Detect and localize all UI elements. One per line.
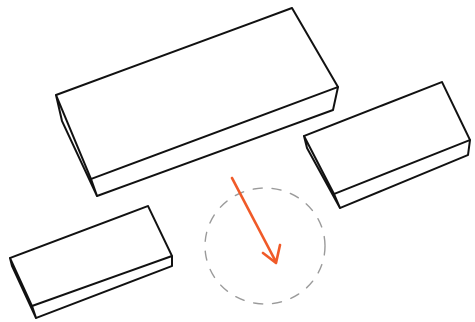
dashed-circle-indicator xyxy=(204,176,326,305)
arrow-shaft xyxy=(230,176,278,264)
large-block-front-edge xyxy=(90,178,98,197)
lower-left-block-top-face xyxy=(9,205,173,307)
right-block-front-edge xyxy=(333,193,341,209)
lower-left-block xyxy=(9,205,173,319)
dashed-circle xyxy=(204,187,326,305)
lower-left-block-front-edge xyxy=(31,305,37,319)
right-block xyxy=(303,81,471,209)
right-block-top-face xyxy=(303,81,471,195)
large-block xyxy=(55,7,339,197)
arrow-head xyxy=(261,243,282,265)
arrow-down-right-icon xyxy=(230,176,282,265)
large-block-top-face xyxy=(55,7,339,180)
